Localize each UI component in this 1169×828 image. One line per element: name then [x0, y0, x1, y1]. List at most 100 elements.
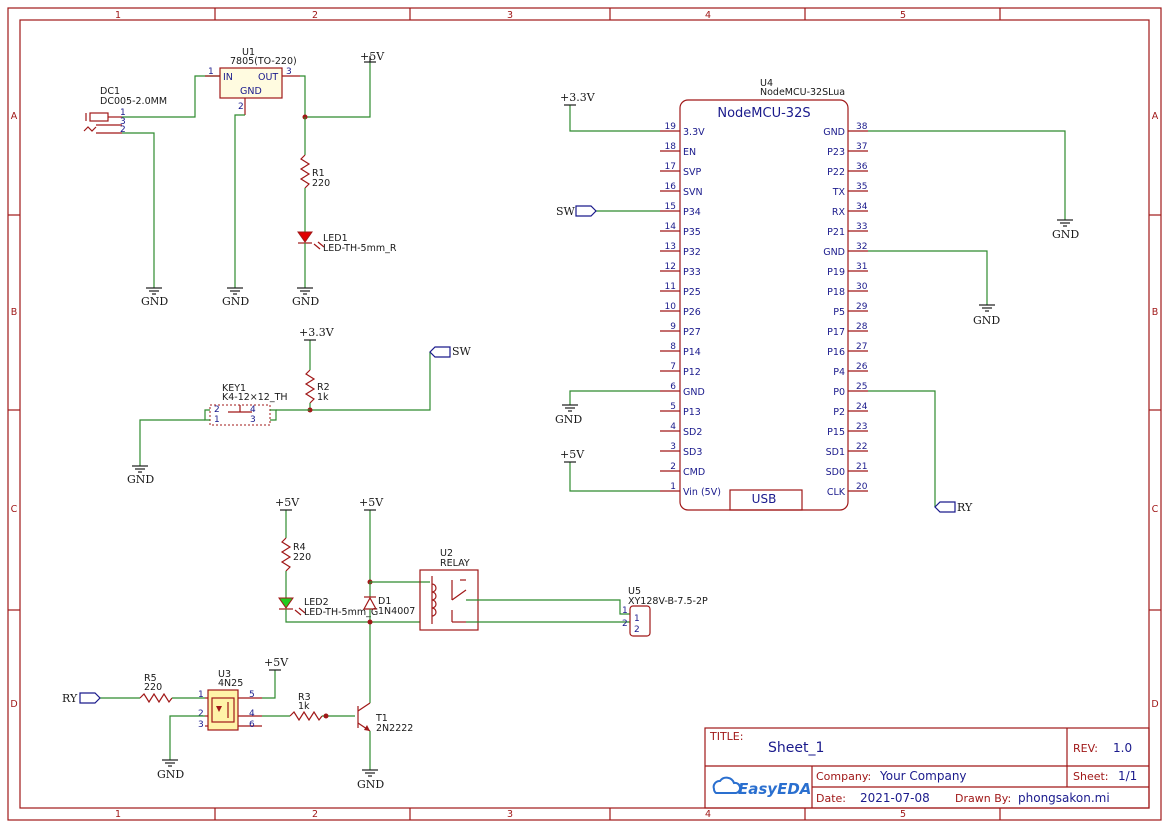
u4-pin-number: 35	[856, 182, 867, 192]
key1-value: K4-12×12_TH	[222, 392, 288, 403]
key1-pin2: 2	[214, 405, 220, 415]
d1-ref: D1	[378, 596, 391, 607]
diode-d1: D1 1N4007	[362, 582, 415, 703]
dc1-ref: DC1	[100, 86, 120, 97]
led2-value: LED-TH-5mm_G	[304, 607, 378, 618]
u4-value: NodeMCU-32SLua	[760, 87, 845, 98]
u4-pin-name: SD1	[826, 447, 845, 458]
u4-pin-name: P2	[833, 407, 845, 418]
u4-pin-name: P0	[833, 387, 845, 398]
easyeda-logo: EasyEDA	[712, 776, 811, 798]
net-flag-label: SW	[556, 205, 576, 218]
u4-pin-number: 8	[670, 342, 676, 352]
u4-pin-name: P23	[827, 147, 845, 158]
u1-pin-out: OUT	[258, 72, 278, 83]
t1-ref: T1	[375, 713, 388, 724]
net-flag-sw: SW	[429, 345, 472, 358]
u4-pin-name: SD0	[826, 467, 845, 478]
r5-value: 220	[144, 682, 162, 693]
u4-pin-name: P33	[683, 267, 701, 278]
u4-pin-number: 20	[856, 482, 868, 492]
gnd-label: GND	[127, 473, 154, 486]
led1-ref: LED1	[323, 233, 348, 244]
sheet-frame: 1 2 3 4 5 1 2 3 4 5 A B C D A B C D	[7, 7, 1162, 821]
u4-pin-number: 26	[856, 362, 868, 372]
led-led2: LED2 LED-TH-5mm_G	[278, 597, 378, 618]
zone-label-top: 4	[705, 10, 711, 21]
vcc5-symbol: +5V	[275, 496, 300, 511]
u4-pin-number: 19	[665, 122, 677, 132]
vcc5-label: +5V	[560, 448, 585, 461]
u4-pin-number: 9	[670, 322, 676, 332]
u5-pin2-outer: 2	[622, 619, 628, 629]
u3-value: 4N25	[218, 678, 243, 689]
u5-pin2: 2	[634, 625, 640, 635]
u4-pin-name: EN	[683, 147, 696, 158]
zone-label-left: A	[11, 111, 18, 122]
gnd-symbol: GND	[973, 304, 1000, 327]
u4-pin-name: SVN	[683, 187, 703, 198]
sheet-number-value: 1/1	[1118, 769, 1137, 783]
net-flag-sw: SW	[556, 205, 597, 218]
u4-pin-name: Vin (5V)	[683, 487, 721, 498]
zone-label-right: C	[1152, 504, 1159, 515]
zone-label-bottom: 5	[900, 809, 906, 820]
drawn-by-value: phongsakon.mi	[1018, 791, 1110, 805]
company-label: Company:	[816, 770, 871, 783]
zone-label-top: 1	[115, 10, 121, 21]
d1-value: 1N4007	[378, 606, 415, 617]
gnd-label: GND	[141, 295, 168, 308]
zone-label-top: 2	[312, 10, 318, 21]
u4-pin-name: P14	[683, 347, 701, 358]
u4-pin-number: 23	[856, 422, 867, 432]
title-label: TITLE:	[709, 730, 743, 743]
date-label: Date:	[816, 792, 846, 805]
zone-label-bottom: 3	[507, 809, 513, 820]
u4-right-pins: 38GND37P2336P2235TX34RX33P2132GND31P1930…	[823, 122, 868, 498]
u4-pin-name: P35	[683, 227, 701, 238]
key1-pin4: 4	[250, 405, 256, 415]
u5-pin1: 1	[634, 614, 640, 624]
company-value: Your Company	[879, 769, 967, 783]
u3-pin4: 4	[249, 709, 255, 719]
gnd-symbol: GND	[357, 769, 384, 791]
u4-pin-number: 22	[856, 442, 867, 452]
u1-pin3: 3	[286, 67, 292, 77]
u4-pin-name: P16	[827, 347, 845, 358]
gnd-label: GND	[555, 413, 582, 426]
u1-pin-in: IN	[223, 72, 233, 83]
key1-pin3: 3	[250, 415, 256, 425]
gnd-symbol: GND	[292, 287, 319, 308]
key1-pin1: 1	[214, 415, 220, 425]
u4-pin-number: 34	[856, 202, 868, 212]
u4-pin-name: GND	[823, 127, 845, 138]
optocoupler-u3: U3 4N25 1 2 3 5 4 6	[198, 669, 262, 731]
gnd-label: GND	[357, 778, 384, 791]
vcc5-symbol: +5V	[359, 496, 384, 511]
u4-ref: U4	[760, 78, 773, 89]
dc-jack-dc1: DC1 DC005-2.0MM 1 3 2	[83, 86, 167, 135]
gnd-symbol: GND	[127, 465, 154, 486]
u4-pin-number: 1	[670, 482, 676, 492]
sheet-number-label: Sheet:	[1073, 770, 1109, 783]
resistor-r1: R1 220	[299, 117, 330, 232]
relay-driver-section: R4 220 LED2 LED-TH-5mm_G D1 1N4007	[100, 510, 708, 770]
zone-label-right: A	[1152, 111, 1159, 122]
u4-pin-number: 10	[665, 302, 677, 312]
u4-pin-name: GND	[683, 387, 705, 398]
date-value: 2021-07-08	[860, 791, 930, 805]
u4-pin-name: P13	[683, 407, 701, 418]
gnd-label: GND	[973, 314, 1000, 327]
u4-pin-number: 11	[665, 282, 676, 292]
r3-ref: R3	[298, 692, 311, 703]
u4-pin-number: 14	[665, 222, 677, 232]
u4-pin-name: P4	[833, 367, 845, 378]
net-flag-ry: RY	[62, 692, 101, 705]
zone-label-bottom: 1	[115, 809, 121, 820]
drawn-by-label: Drawn By:	[955, 792, 1011, 805]
junction	[367, 619, 373, 625]
u4-pin-number: 38	[856, 122, 868, 132]
